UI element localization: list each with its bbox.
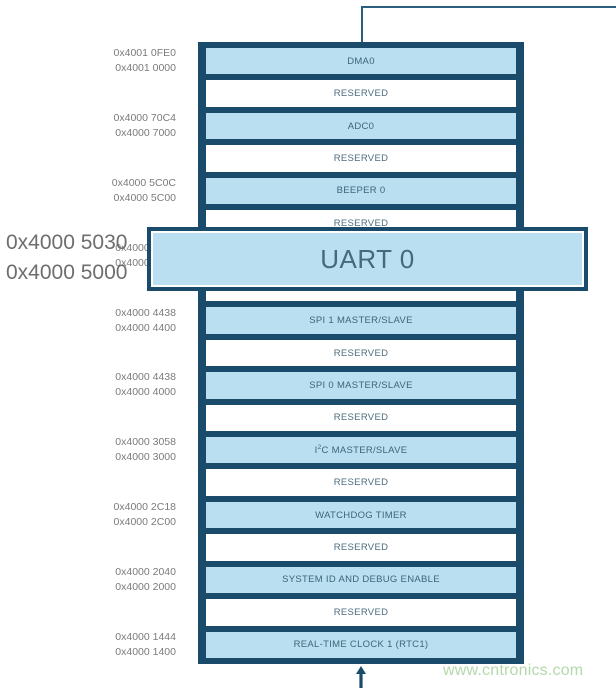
memory-map-row-label: ADC0 xyxy=(347,120,375,132)
row-address-pair: 0x4000 3058 0x4000 3000 xyxy=(115,435,176,465)
memory-map-row: DMA0 xyxy=(206,48,516,75)
row-address-high: 0x4001 0FE0 xyxy=(113,47,176,60)
memory-map-row: REAL-TIME CLOCK 1 (RTC1) xyxy=(206,631,516,659)
row-address-high: 0x4000 4438 xyxy=(115,306,176,319)
memory-map-row: RESERVED xyxy=(206,80,516,107)
memory-map-row-label: SPI 0 MASTER/SLAVE xyxy=(309,379,413,391)
row-address-low: 0x4001 0000 xyxy=(115,62,176,75)
memory-map-row: WATCHDOG TIMER xyxy=(206,501,516,529)
memory-map-row: RESERVED xyxy=(206,145,516,172)
memory-map-row-label: SPI 1 MASTER/SLAVE xyxy=(309,315,413,327)
memory-map-row: RESERVED xyxy=(206,404,516,432)
row-address-pair: 0x4001 0FE0 0x4001 0000 xyxy=(114,46,176,76)
row-address-pair: 0x4000 2040 0x4000 2000 xyxy=(115,565,176,595)
row-address-low: 0x4000 4400 xyxy=(115,321,176,334)
row-address-low: 0x4000 7000 xyxy=(115,127,176,140)
memory-map-row-label: RESERVED xyxy=(333,347,389,359)
row-address-high: 0x4000 1444 xyxy=(115,630,176,643)
watermark-text: www.cntronics.com xyxy=(443,662,584,679)
up-arrow-icon xyxy=(356,666,366,688)
row-address-pair: 0x4000 2C18 0x4000 2C00 xyxy=(114,500,176,530)
memory-map-row: ADC0 xyxy=(206,112,516,140)
callout-address-high: 0x4000 5030 xyxy=(6,231,128,254)
row-address-high: 0x4000 4438 xyxy=(115,371,176,384)
row-address-pair: 0x4000 5C0C 0x4000 5C00 xyxy=(112,176,176,206)
memory-map-row: RESERVED xyxy=(206,339,516,367)
row-address-low: 0x4000 4000 xyxy=(115,386,176,399)
memory-map-row: I2C MASTER/SLAVE xyxy=(206,437,516,464)
memory-map-row-label: REAL-TIME CLOCK 1 (RTC1) xyxy=(293,639,429,651)
memory-map-row: SYSTEM ID AND DEBUG ENABLE xyxy=(206,566,516,594)
memory-map-row-label: BEEPER 0 xyxy=(336,185,386,197)
callout-address-low: 0x4000 5000 xyxy=(6,261,128,284)
memory-map-row-label: RESERVED xyxy=(333,477,389,489)
top-leader-line-vertical xyxy=(361,6,363,44)
memory-map-row-label: SYSTEM ID AND DEBUG ENABLE xyxy=(282,574,440,586)
row-address-high: 0x4000 2C18 xyxy=(113,501,176,514)
row-address-low: 0x4000 1400 xyxy=(115,645,176,658)
memory-map-row-label: RESERVED xyxy=(333,152,389,164)
memory-map-row-label: RESERVED xyxy=(333,542,389,554)
memory-map-row-label: I2C MASTER/SLAVE xyxy=(314,443,408,456)
memory-map-row: RESERVED xyxy=(206,534,516,561)
row-address-high: 0x4000 2040 xyxy=(115,565,176,578)
callout-address-labels: 0x4000 5030 0x4000 5000 xyxy=(6,228,142,288)
memory-map-row-label: RESERVED xyxy=(333,217,389,229)
memory-map-row: SPI 1 MASTER/SLAVE xyxy=(206,307,516,334)
row-address-high: 0x4000 5C0C xyxy=(111,176,176,189)
row-address-high: 0x4000 3058 xyxy=(115,436,176,449)
uart-callout-inner: UART 0 xyxy=(151,231,584,287)
memory-map-row-label: WATCHDOG TIMER xyxy=(315,509,407,521)
row-address-pair: 0x4000 1444 0x4000 1400 xyxy=(115,630,176,660)
memory-map-row: RESERVED xyxy=(206,599,516,626)
row-address-pair: 0x4000 70C4 0x4000 7000 xyxy=(114,111,176,141)
memory-map-row: RESERVED xyxy=(206,469,516,496)
row-address-low: 0x4000 2C00 xyxy=(113,516,176,529)
memory-map-row: SPI 0 MASTER/SLAVE xyxy=(206,372,516,399)
memory-map-row-label: RESERVED xyxy=(333,88,389,100)
top-leader-line-horizontal xyxy=(361,6,616,8)
memory-map-row: BEEPER 0 xyxy=(206,177,516,205)
memory-map-row-label: DMA0 xyxy=(347,55,375,67)
row-address-high: 0x4000 70C4 xyxy=(113,112,176,125)
row-address-low: 0x4000 3000 xyxy=(115,451,176,464)
uart-callout-box: UART 0 xyxy=(147,227,588,291)
memory-map-row-label: RESERVED xyxy=(333,412,389,424)
memory-map-row-label: RESERVED xyxy=(333,606,389,618)
row-address-low: 0x4000 5C00 xyxy=(113,191,176,204)
row-address-pair: 0x4000 4438 0x4000 4000 xyxy=(115,370,176,400)
row-address-low: 0x4000 2000 xyxy=(115,580,176,593)
uart-callout-label: UART 0 xyxy=(320,243,415,274)
row-address-pair: 0x4000 4438 0x4000 4400 xyxy=(115,306,176,336)
